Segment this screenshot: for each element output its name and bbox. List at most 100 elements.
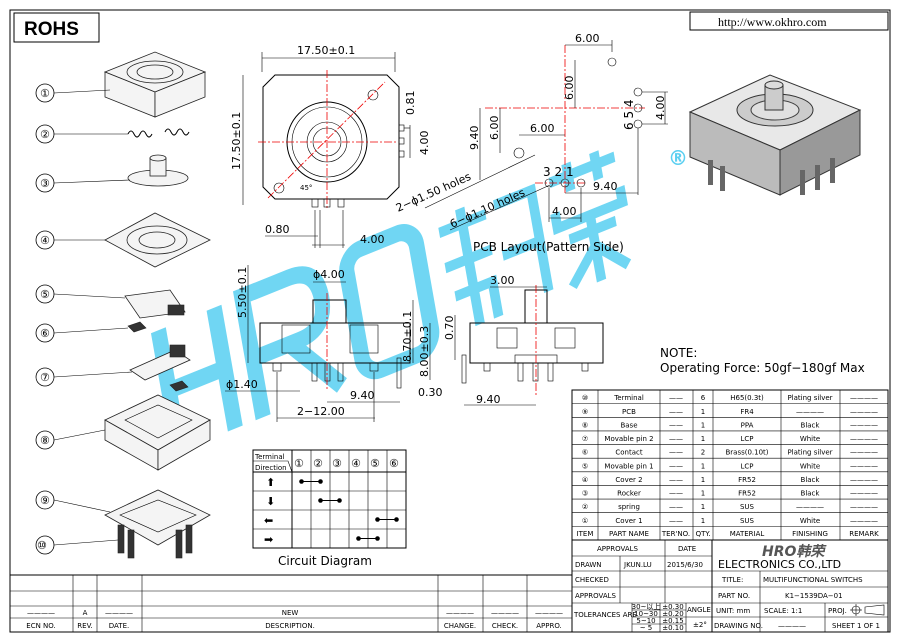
- tolerance-value: ±0.10: [662, 624, 683, 632]
- bom-cell-qty: 1: [701, 421, 705, 429]
- bom-cell-qty: 1: [701, 462, 705, 470]
- bom-cell-ter: ——: [669, 449, 683, 457]
- part-movable-pin-2: [129, 344, 191, 392]
- bom-cell-name: Cover 2: [615, 476, 642, 484]
- connection-dot: [318, 479, 323, 484]
- bom-cell-name: Terminal: [613, 394, 644, 402]
- pcb-dim-4-00-right: 4.00: [654, 96, 667, 121]
- bom-cell-ter: ——: [669, 394, 683, 402]
- tb-part-value: K1−1539DA−01: [785, 592, 843, 600]
- tolerance-value: ±0.20: [662, 610, 683, 618]
- side-dim-2-12-00: 2−12.00: [297, 405, 345, 418]
- callout-2: ②: [40, 128, 50, 141]
- bom-cell-remark: ————: [850, 408, 878, 416]
- watermark-letter-o: [339, 224, 440, 380]
- pcb-pins-654: 6 5 4: [622, 99, 636, 130]
- bom-cell-name: Rocker: [617, 490, 641, 498]
- pcb-layout: 6.00 6.00 6 5 4 4.00 9.40 6.00 6.00 3 2 …: [394, 32, 668, 254]
- revision-header: CHANGE.: [444, 622, 476, 630]
- bom-cell-material: Brass(0.10t): [725, 449, 768, 457]
- bom-cell-qty: 1: [701, 435, 705, 443]
- callout-5: ⑤: [40, 288, 50, 301]
- bom-cell-name: PCB: [622, 408, 636, 416]
- arrow-left-icon: ⬅: [264, 514, 273, 527]
- circuit-diagram: Terminal Direction ① ② ③ ④ ⑤ ⑥ ⬆ ⬇ ⬅ ➡ C…: [252, 449, 407, 568]
- bom-cell-ter: ——: [669, 435, 683, 443]
- revision-header: ECN NO.: [26, 622, 55, 630]
- revision-cells: ECN NO.REV.DATE.DESCRIPTION.CHANGE.CHECK…: [26, 609, 563, 630]
- bom-cell-item: ⑨: [582, 408, 588, 416]
- revision-cell: NEW: [282, 609, 299, 617]
- bom-cell-finishing: Plating silver: [787, 394, 832, 402]
- tb-drawn-label: DRAWN: [575, 561, 602, 569]
- bom-cell-item: ⑥: [582, 449, 588, 457]
- tolerance-range: ~ 5: [640, 624, 653, 632]
- bom-header: FINISHING: [792, 530, 828, 538]
- pcb-dim-9-40-horizontal: 9.40: [593, 180, 618, 193]
- tb-checked-label: CHECKED: [575, 576, 609, 584]
- website-url[interactable]: http://www.okhro.com: [718, 15, 827, 29]
- pcb-dim-4-00-bottom: 4.00: [552, 205, 577, 218]
- bom-cell-material: PPA: [741, 421, 754, 429]
- callout-3: ③: [40, 177, 50, 190]
- bom-cell-name: Cover 1: [615, 517, 642, 525]
- callout-10: ⑩: [37, 539, 47, 552]
- bom-cell-qty: 6: [701, 394, 706, 402]
- side2-dim-9-40: 9.40: [476, 393, 501, 406]
- connection-dot: [337, 498, 342, 503]
- connection-dot: [318, 498, 323, 503]
- bom-cell-material: LCP: [740, 435, 753, 443]
- tolerance-range: 30~以上: [632, 602, 661, 611]
- tb-drawing-no-label: DRAWING NO.: [714, 622, 763, 630]
- circuit-header-direction: Direction: [255, 464, 287, 472]
- callout-6: ⑥: [40, 327, 50, 340]
- bom-cell-qty: 1: [701, 517, 705, 525]
- connection-dot: [356, 536, 361, 541]
- callout-8: ⑧: [40, 434, 50, 447]
- pcb-dim-6-00-vertical: 6.00: [563, 76, 576, 101]
- bom-cell-finishing: White: [800, 435, 820, 443]
- bom-cell-remark: ————: [850, 476, 878, 484]
- tb-approvals-header: APPROVALS: [597, 545, 639, 553]
- bom-cell-ter: ——: [669, 421, 683, 429]
- bom-cell-ter: ——: [669, 476, 683, 484]
- part-cover-1: [103, 51, 207, 118]
- projection-symbol-icon: [850, 604, 885, 616]
- dim-height: 17.50±0.1: [230, 112, 243, 170]
- bom-cell-remark: ————: [850, 421, 878, 429]
- bom-cell-material: FR52: [738, 490, 756, 498]
- pcb-dim-6-00-top: 6.00: [575, 32, 600, 45]
- tb-drawing-no: ————: [778, 622, 806, 630]
- part-base: [104, 394, 211, 471]
- part-movable-pin-1: [124, 289, 186, 319]
- bom-cell-remark: ————: [850, 449, 878, 457]
- side-dim-dia-1-40: ϕ1.40: [226, 378, 258, 391]
- revision-cell: A: [83, 609, 88, 617]
- bom-cell-item: ⑦: [582, 435, 588, 443]
- rohs-label: ROHS: [24, 19, 79, 40]
- tb-title-label: TITLE:: [721, 576, 743, 584]
- bom-cell-material: LCP: [740, 462, 753, 470]
- callout-4: ④: [40, 234, 50, 247]
- callout-1: ①: [40, 87, 50, 100]
- bom-cell-ter: ——: [669, 503, 683, 511]
- tb-approvals-label: APPROVALS: [575, 592, 617, 600]
- circuit-terminal-6: ⑥: [389, 457, 399, 470]
- dim-0-81: 0.81: [404, 91, 417, 116]
- side-dim-0-30: 0.30: [418, 386, 443, 399]
- product-3d-render: [688, 74, 862, 196]
- tb-company-logo: HRO韩荣: [762, 543, 827, 560]
- bom-cell-material: FR4: [740, 408, 754, 416]
- bom-cell-material: SUS: [740, 503, 755, 511]
- circuit-connections: [299, 479, 399, 541]
- revision-header: REV.: [77, 622, 92, 630]
- side-dim-8-70: 8.70±0.1: [401, 311, 414, 362]
- tb-date-header: DATE: [678, 545, 696, 553]
- note-title: NOTE:: [660, 346, 697, 360]
- bom-cell-finishing: White: [800, 517, 820, 525]
- watermark-chinese-han: [438, 183, 554, 327]
- circuit-terminal-5: ⑤: [370, 457, 380, 470]
- note-text: Operating Force: 50gf−180gf Max: [660, 361, 865, 375]
- pcb-small-holes-label: 6−ϕ1.10 holes: [448, 186, 527, 231]
